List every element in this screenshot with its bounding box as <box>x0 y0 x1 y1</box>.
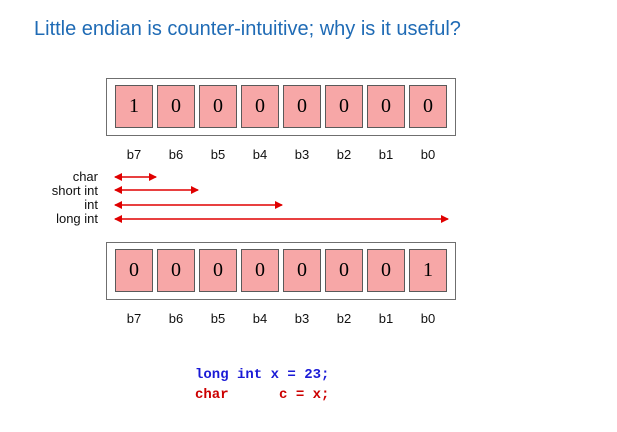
bottom-bit-3: 0 <box>283 249 321 292</box>
top-label-b4: b4 <box>252 147 268 162</box>
code-line-2-statement: c = x; <box>279 387 330 403</box>
bottom-label-b2: b2 <box>336 311 352 326</box>
top-bit-4: 0 <box>241 85 279 128</box>
top-label-b5: b5 <box>210 147 226 162</box>
top-bit-0: 0 <box>409 85 447 128</box>
bottom-bit-1: 0 <box>367 249 405 292</box>
top-bit-5: 0 <box>199 85 237 128</box>
code-line-1-statement: x = 23; <box>270 367 330 383</box>
bottom-bit-7: 0 <box>115 249 153 292</box>
bottom-label-b0: b0 <box>420 311 436 326</box>
type-label-long-int: long int <box>56 211 98 226</box>
code-line-2-type: char <box>195 387 229 403</box>
top-bit-2: 0 <box>325 85 363 128</box>
type-label-char: char <box>72 169 98 184</box>
slide-title: Little endian is counter-intuitive; why … <box>34 18 461 40</box>
top-register: 1 0 0 0 0 0 0 0 <box>106 78 456 136</box>
bottom-register: 0 0 0 0 0 0 0 1 <box>106 242 456 300</box>
bottom-label-b3: b3 <box>294 311 310 326</box>
top-label-b0: b0 <box>420 147 436 162</box>
top-bit-7: 1 <box>115 85 153 128</box>
type-label-short-int: short int <box>51 183 98 198</box>
bottom-bit-2: 0 <box>325 249 363 292</box>
top-label-b1: b1 <box>378 147 394 162</box>
top-bit-6: 0 <box>157 85 195 128</box>
top-bit-1: 0 <box>367 85 405 128</box>
code-line-2: char c = x; <box>195 387 329 403</box>
bottom-bit-4: 0 <box>241 249 279 292</box>
top-bit-3: 0 <box>283 85 321 128</box>
bottom-label-b1: b1 <box>378 311 394 326</box>
bottom-label-b4: b4 <box>252 311 268 326</box>
top-label-b3: b3 <box>294 147 310 162</box>
code-line-1: long int x = 23; <box>195 367 329 383</box>
bottom-label-b6: b6 <box>168 311 184 326</box>
code-line-1-type: long int <box>195 367 263 383</box>
type-label-int: int <box>84 197 98 212</box>
top-label-b6: b6 <box>168 147 184 162</box>
top-label-b2: b2 <box>336 147 352 162</box>
bottom-bit-0: 1 <box>409 249 447 292</box>
bottom-bit-6: 0 <box>157 249 195 292</box>
bottom-bit-5: 0 <box>199 249 237 292</box>
bottom-label-b7: b7 <box>126 311 142 326</box>
top-label-b7: b7 <box>126 147 142 162</box>
bottom-label-b5: b5 <box>210 311 226 326</box>
